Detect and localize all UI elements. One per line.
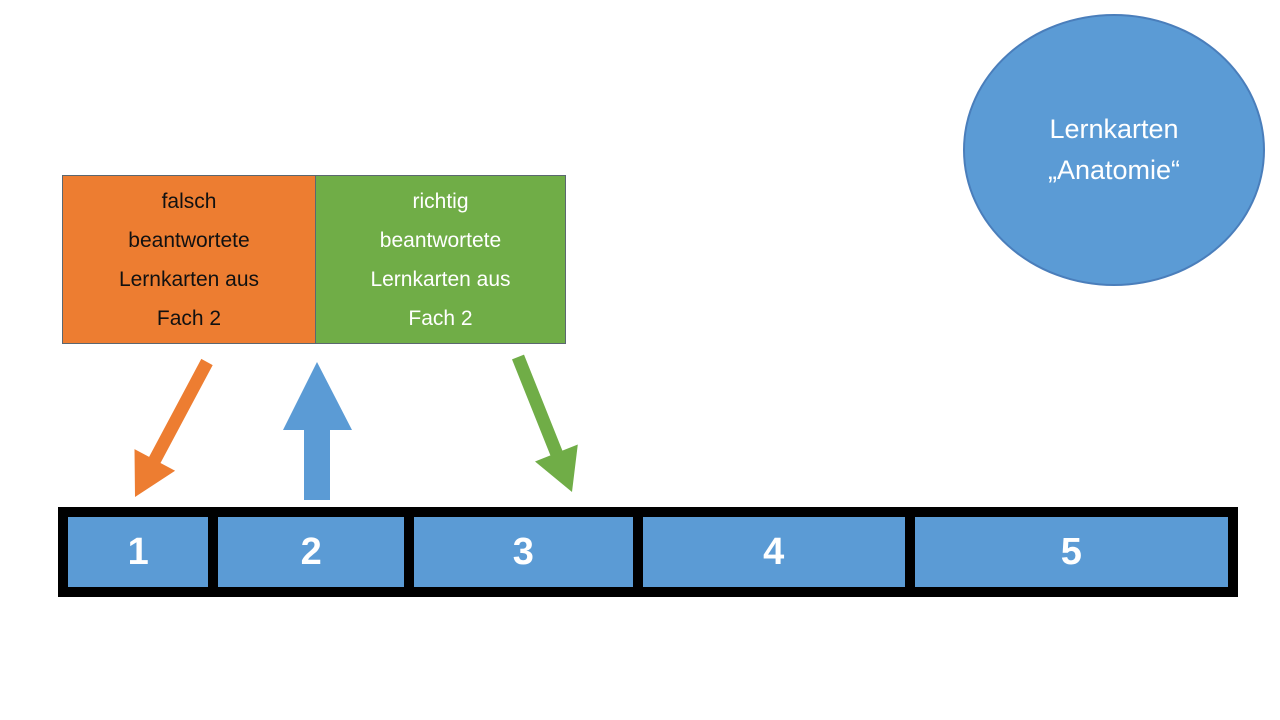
fach-3-box: 3 (408, 512, 638, 592)
right-answers-line-1: richtig (412, 189, 469, 213)
fach-5-box: 5 (909, 512, 1234, 592)
legend-boxes: falsch beantwortete Lernkarten aus Fach … (62, 175, 567, 344)
right-answers-line-2: beantwortete (379, 228, 502, 252)
wrong-answers-line-3: Lernkarten aus (118, 267, 260, 291)
fach-4-box: 4 (637, 512, 910, 592)
fach-4-label: 4 (763, 530, 785, 573)
wrong-answers-line-4: Fach 2 (156, 306, 222, 330)
wrong-cards-down-left-arrow-icon (134, 358, 213, 497)
right-answers-line-3: Lernkarten aus (370, 267, 511, 291)
fach-2-box: 2 (213, 512, 409, 592)
deck-ellipse: Lernkarten „Anatomie“ (963, 14, 1265, 286)
wrong-answers-line-1: falsch (161, 189, 217, 213)
right-answers-line-4: Fach 2 (408, 306, 473, 330)
wrong-answers-box: falsch beantwortete Lernkarten aus Fach … (62, 175, 316, 344)
fach-2-label: 2 (300, 530, 322, 573)
cards-up-arrow-icon (283, 362, 352, 500)
right-answers-box: richtig beantwortete Lernkarten aus Fach… (315, 175, 566, 344)
fach-3-label: 3 (512, 530, 534, 573)
card-boxes-row: 1 2 3 4 5 (58, 507, 1238, 597)
wrong-answers-line-2: beantwortete (128, 228, 250, 252)
deck-title-line-2: „Anatomie“ (1047, 155, 1181, 185)
deck-title-line-1: Lernkarten (1049, 114, 1179, 144)
fach-1-label: 1 (127, 530, 149, 573)
right-cards-down-right-arrow-icon (512, 354, 578, 492)
fach-1-box: 1 (63, 512, 214, 592)
fach-5-label: 5 (1060, 530, 1082, 573)
